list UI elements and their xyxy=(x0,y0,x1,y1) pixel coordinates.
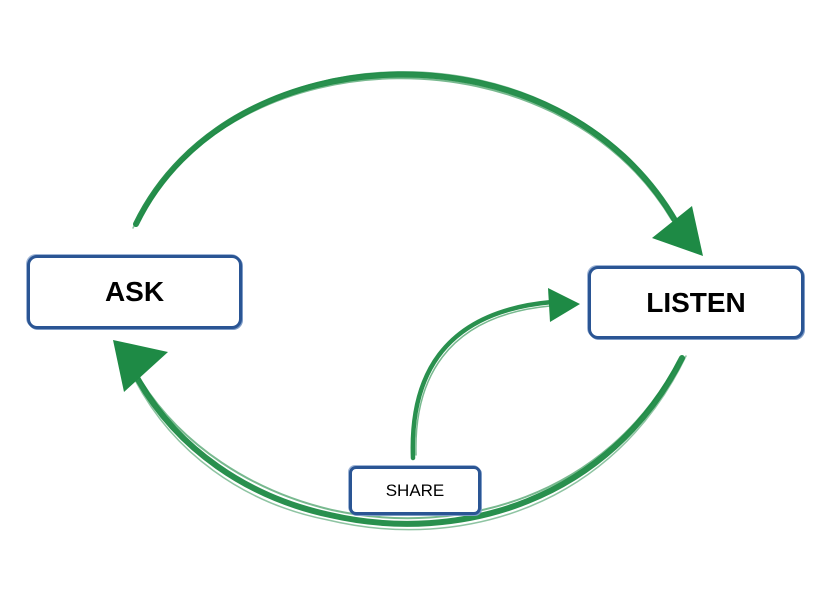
arrowhead-listen-left xyxy=(548,288,580,322)
node-ask-label: ASK xyxy=(104,276,165,307)
node-share: SHARE xyxy=(349,466,481,515)
node-share-label: SHARE xyxy=(385,480,445,500)
arrowhead-ask-bottom xyxy=(113,340,168,392)
arrow-ask-to-listen xyxy=(132,71,681,229)
arrow-share-to-listen xyxy=(410,299,555,461)
node-ask: ASK xyxy=(27,255,242,329)
node-listen-label: LISTEN xyxy=(646,286,746,318)
node-listen: LISTEN xyxy=(588,266,804,339)
arrowhead-listen-top xyxy=(652,206,703,256)
